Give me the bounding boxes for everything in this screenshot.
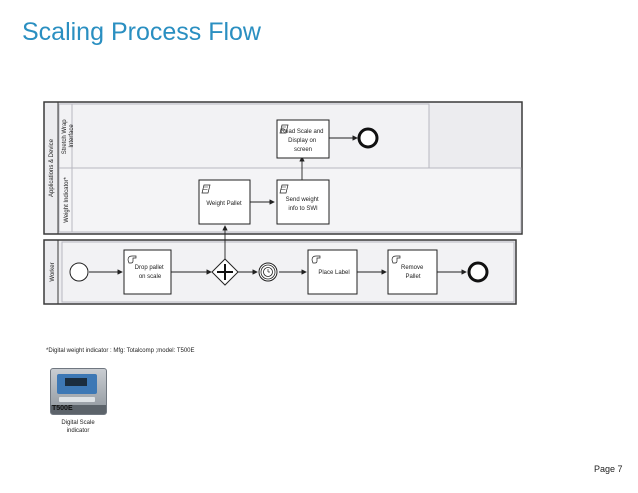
manual-task-icon: [391, 255, 401, 264]
task-label-line: Read Scale and: [281, 129, 324, 135]
lane-label-line: Interface: [69, 124, 75, 148]
task-remove-pallet: Remove Pallet: [387, 249, 438, 295]
script-task-icon: [279, 184, 289, 194]
pool-label-worker: Worker: [50, 262, 56, 281]
task-label-line: Drop pallet: [135, 265, 164, 271]
lane-label-line: Stretch Wrap: [62, 119, 68, 155]
footnote: *Digital weight indicator : Mfg: Totalco…: [46, 348, 195, 354]
task-label-send-weight: Send weight info to SWI: [286, 197, 321, 212]
device-display: [65, 378, 87, 386]
lane-label-weight-indicator: Weight Indicator*: [64, 177, 70, 223]
device-caption: Digital Scale indicator: [61, 420, 95, 434]
task-label-read-scale: Read Scale and Display on screen: [281, 129, 325, 153]
task-weight-pallet: Weight Pallet: [198, 179, 251, 225]
manual-task-icon: [311, 255, 321, 264]
task-drop-pallet: Drop pallet on scale: [123, 249, 172, 295]
script-task-icon: [279, 124, 289, 134]
task-label-line: Remove: [401, 265, 424, 271]
page-title: Scaling Process Flow: [22, 18, 261, 46]
task-label-line: info to SWI: [288, 206, 318, 212]
task-label-drop-pallet: Drop pallet on scale: [135, 265, 166, 280]
task-send-weight: Send weight info to SWI: [276, 179, 330, 225]
task-label-line: on scale: [139, 274, 162, 280]
start-event: [69, 262, 89, 282]
task-read-scale: Read Scale and Display on screen: [276, 119, 330, 159]
task-label-weight-pallet: Weight Pallet: [206, 201, 242, 207]
task-label-line: screen: [294, 147, 312, 153]
timer-event-icon: [258, 262, 278, 282]
end-event-worker: [467, 261, 489, 283]
task-label-place-label: Place Label: [318, 270, 349, 276]
page-number: Page 7: [594, 464, 623, 474]
task-place-label: Place Label: [307, 249, 358, 295]
task-label-line: Display on: [288, 138, 316, 144]
task-label-line: Pallet: [405, 274, 420, 280]
digital-scale-indicator-image: [50, 368, 107, 415]
script-task-icon: [201, 184, 211, 194]
connectors: [89, 135, 467, 275]
manual-task-icon: [127, 255, 137, 264]
task-label-remove-pallet: Remove Pallet: [401, 265, 425, 280]
task-label-line: Weight Pallet: [206, 201, 242, 207]
device-model-label: T500E: [52, 405, 73, 412]
device-base: [51, 405, 106, 414]
parallel-gateway: [211, 258, 239, 286]
task-label-line: Place Label: [318, 270, 349, 276]
lane-label-stretch-wrap: Stretch Wrap Interface: [62, 118, 75, 155]
end-event-applications: [357, 127, 379, 149]
device-buttons: [59, 397, 95, 402]
pool-label-applications: Applications & Device: [49, 138, 55, 197]
task-label-line: Send weight: [286, 197, 319, 203]
